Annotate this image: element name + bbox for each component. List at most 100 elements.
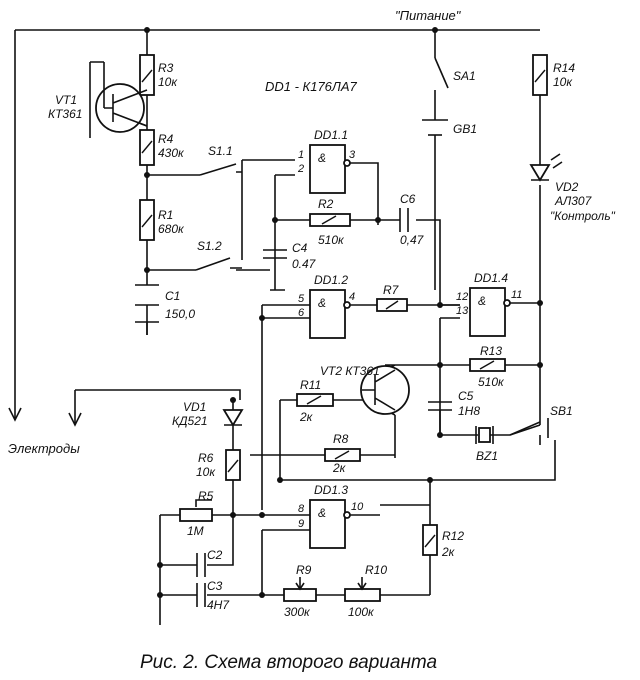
gate-dd1-1	[309, 144, 351, 194]
dd1-3-ref: DD1.3	[314, 483, 348, 497]
r12-ref: R12	[442, 529, 464, 543]
ground-c1	[135, 321, 159, 335]
c2-ref: C2	[207, 548, 223, 562]
c1-value: 150,0	[165, 307, 195, 321]
c3-value: 4Н7	[207, 598, 230, 612]
gate-dd1-4	[469, 287, 511, 337]
resistor-r11	[296, 393, 334, 407]
potentiometer-r10	[344, 577, 381, 602]
s1-2-label: S1.2	[197, 239, 222, 253]
c5-ref: C5	[458, 389, 474, 403]
dd1-2-pin-in1: 5	[298, 293, 305, 305]
transistor-vt1	[95, 62, 148, 133]
diode-vd1	[222, 409, 244, 427]
switch-s1-2	[195, 257, 231, 271]
vt1-type: КТ361	[48, 107, 82, 121]
junction-dots	[144, 27, 543, 598]
vd2-type: АЛ307	[554, 194, 593, 208]
r5-value: 1М	[187, 524, 204, 538]
dd1-3-pin-out: 10	[351, 501, 364, 513]
r11-value: 2к	[299, 410, 314, 424]
dd1-1-pin-in2: 2	[297, 163, 304, 175]
resistor-r13	[469, 358, 506, 372]
dd1-3-symbol: &	[318, 506, 326, 520]
r4-ref: R4	[158, 132, 174, 146]
dd1-2-symbol: &	[318, 296, 326, 310]
gb1-label: GB1	[453, 122, 477, 136]
c6-value: 0,47	[400, 233, 425, 247]
r11-ref: R11	[300, 378, 321, 392]
r12-value: 2к	[441, 545, 456, 559]
capacitor-c2	[196, 553, 206, 577]
r3-value: 10к	[158, 75, 178, 89]
s1-1-label: S1.1	[208, 144, 233, 158]
r6-ref: R6	[198, 451, 214, 465]
vt2-ref: VT2 КТ361	[320, 364, 380, 378]
c4-value: 0.47	[292, 257, 317, 271]
c4-ref: C4	[292, 241, 308, 255]
pushbutton-sb1	[509, 418, 549, 438]
potentiometer-r9	[283, 577, 317, 602]
dd1-1-symbol: &	[318, 151, 326, 165]
resistor-r4	[139, 129, 155, 166]
r1-ref: R1	[158, 208, 173, 222]
resistor-r6	[225, 449, 241, 481]
dd1-4-pin-in1: 12	[456, 291, 468, 303]
r10-value: 100к	[348, 605, 375, 619]
power-label: "Питание"	[395, 8, 462, 23]
resistor-r14	[532, 54, 548, 96]
r3-ref: R3	[158, 61, 174, 75]
dd1-2-pin-out: 4	[349, 291, 355, 303]
chip-label: DD1 - К176ЛА7	[265, 79, 357, 94]
resistor-r3	[139, 54, 155, 96]
capacitor-c3	[196, 583, 206, 607]
r8-ref: R8	[333, 432, 349, 446]
c3-ref: C3	[207, 579, 223, 593]
switch-s1-1	[199, 163, 237, 176]
figure-caption: Рис. 2. Схема второго варианта	[140, 652, 437, 673]
r13-value: 510к	[478, 375, 505, 389]
gate-dd1-2	[309, 289, 351, 339]
buzzer-bz1	[475, 426, 494, 444]
r9-ref: R9	[296, 563, 312, 577]
transistor-vt2	[360, 365, 410, 415]
c1-ref: C1	[165, 289, 180, 303]
dd1-4-ref: DD1.4	[474, 271, 508, 285]
vd2-note: "Контроль"	[550, 209, 616, 223]
capacitor-c1	[135, 284, 159, 306]
dd1-4-pin-out: 11	[511, 289, 522, 301]
resistor-r7	[376, 298, 408, 312]
dd1-3-pin-in2: 9	[298, 518, 304, 530]
dd1-1-ref: DD1.1	[314, 128, 348, 142]
r9-value: 300к	[284, 605, 311, 619]
dd1-4-pin-in2: 13	[456, 305, 469, 317]
resistor-r5	[179, 508, 213, 522]
r5-ref: R5	[198, 489, 214, 503]
r14-ref: R14	[553, 61, 575, 75]
dd1-2-ref: DD1.2	[314, 273, 348, 287]
dd1-4-symbol: &	[478, 294, 486, 308]
r6-value: 10к	[196, 465, 216, 479]
capacitor-c6	[399, 208, 409, 232]
gate-dd1-3	[309, 499, 351, 549]
vd1-ref: VD1	[183, 400, 206, 414]
r2-value: 510к	[318, 233, 345, 247]
resistor-r2	[309, 213, 351, 227]
vt1-ref: VT1	[55, 93, 77, 107]
bz1-label: BZ1	[476, 449, 498, 463]
capacitor-c4	[263, 249, 287, 259]
switch-sa1	[434, 57, 449, 89]
r14-value: 10к	[553, 75, 573, 89]
resistor-r1	[139, 199, 155, 241]
r4-value: 430к	[158, 146, 185, 160]
dd1-1-pin-out: 3	[349, 149, 356, 161]
r1-value: 680к	[158, 222, 185, 236]
r5-wiper	[195, 499, 212, 507]
battery-gb1	[422, 119, 448, 136]
capacitor-c5	[428, 401, 452, 411]
r7-ref: R7	[383, 283, 400, 297]
c5-value: 1Н8	[458, 404, 480, 418]
vd2-ref: VD2	[555, 180, 579, 194]
